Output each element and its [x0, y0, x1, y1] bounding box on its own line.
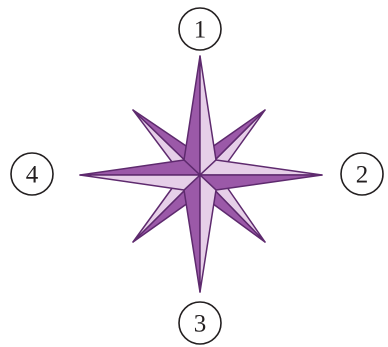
marker-south-label: 3: [194, 311, 207, 338]
west-point-bottom: [80, 175, 200, 190]
east-point-bottom: [200, 175, 322, 190]
marker-west: 4: [11, 153, 53, 195]
marker-north-label: 1: [194, 17, 207, 44]
north-point-right: [200, 56, 216, 175]
west-point-top: [80, 160, 200, 175]
compass-rose-icon: [80, 56, 322, 292]
marker-west-label: 4: [26, 162, 39, 189]
marker-east: 2: [341, 153, 383, 195]
marker-south: 3: [179, 302, 221, 344]
marker-north: 1: [179, 8, 221, 50]
south-point-right: [200, 175, 216, 292]
north-point-left: [184, 56, 200, 175]
east-point-top: [200, 160, 322, 175]
south-point-left: [184, 175, 200, 292]
marker-east-label: 2: [356, 162, 369, 189]
cardinal-points: [80, 56, 322, 292]
